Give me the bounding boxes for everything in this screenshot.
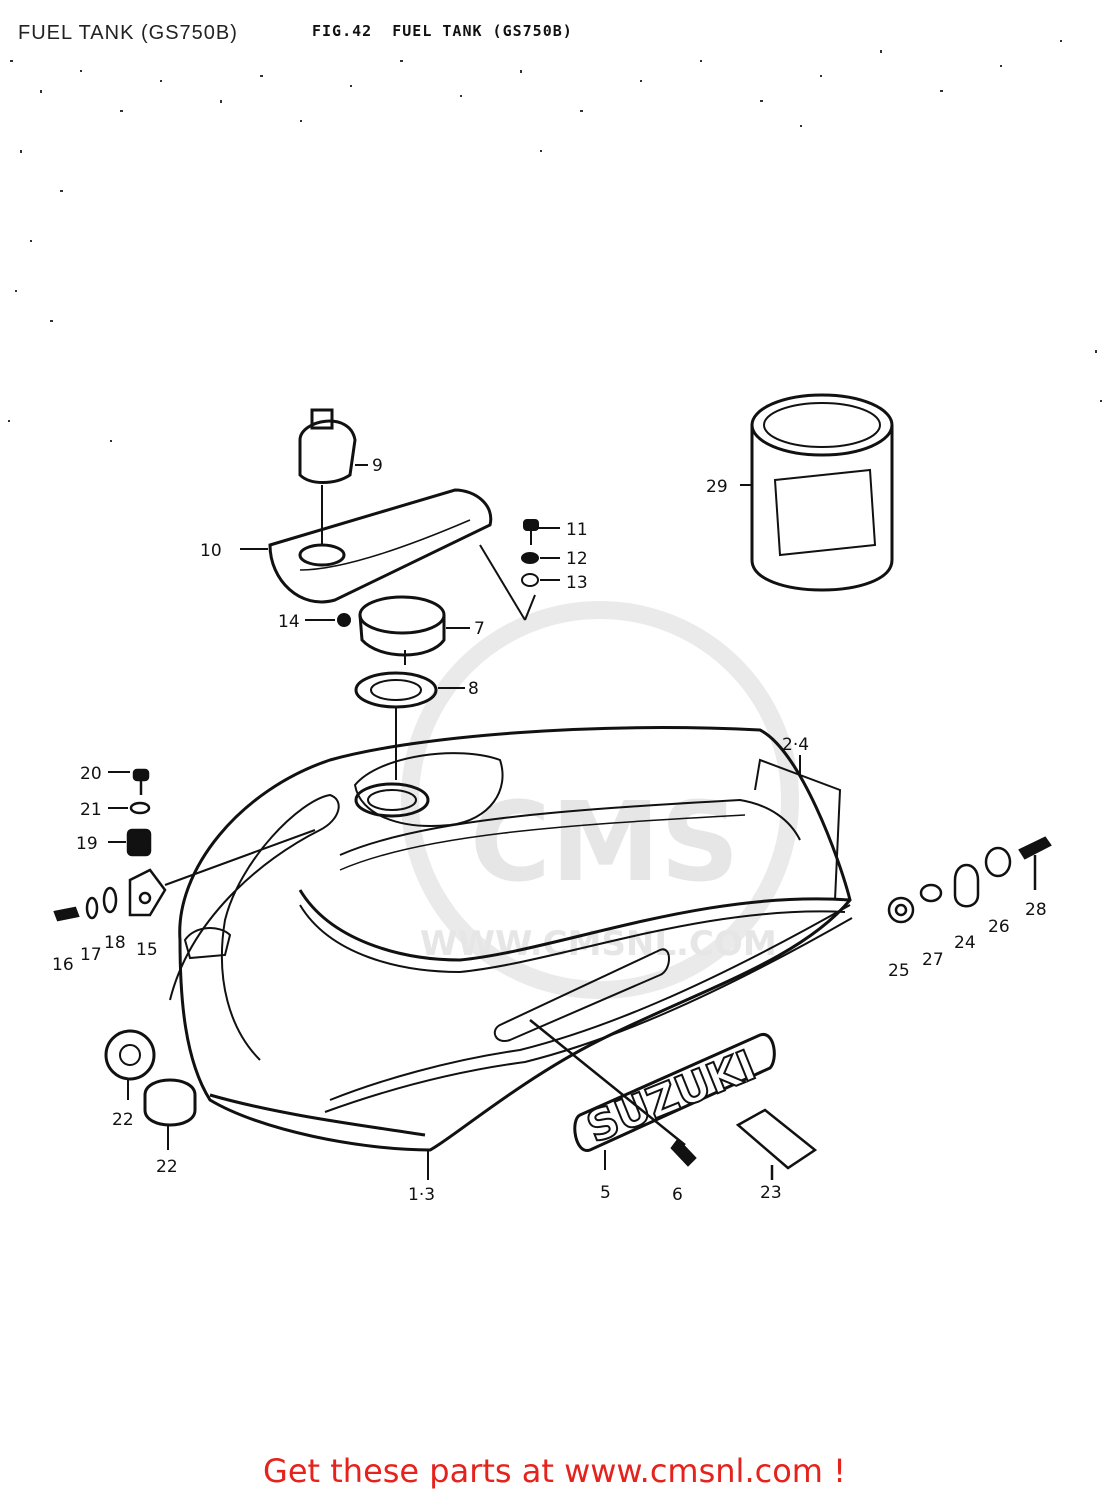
callout-9: 9 <box>372 456 383 476</box>
callout-8: 8 <box>468 679 479 699</box>
key-lock <box>298 408 357 545</box>
fuel-cap <box>358 595 446 665</box>
callout-6: 6 <box>672 1185 683 1205</box>
callout-20: 20 <box>80 764 102 784</box>
callout-14: 14 <box>278 612 300 632</box>
callout-22-upper: 22 <box>112 1110 134 1130</box>
callout-16: 16 <box>52 955 74 975</box>
callout-numbers: 1·3 2·4 5 6 7 8 9 10 11 12 13 14 15 16 1… <box>52 456 1047 1205</box>
rubber-dampers <box>104 1029 197 1150</box>
callout-10: 10 <box>200 541 222 561</box>
callout-15: 15 <box>136 940 158 960</box>
screws-and-washers <box>337 519 539 627</box>
rear-mount-parts <box>887 836 1052 924</box>
callout-19: 19 <box>76 834 98 854</box>
emblem-text: SUZUKI <box>580 1041 763 1153</box>
callout-29: 29 <box>706 477 728 497</box>
callout-7: 7 <box>474 619 485 639</box>
callout-2-4: 2·4 <box>782 735 809 755</box>
callout-21: 21 <box>80 800 102 820</box>
side-decal <box>754 755 842 901</box>
figure-title: FIG.42 FUEL TANK (GS750B) <box>312 22 573 40</box>
leader-lines <box>108 464 560 1180</box>
callout-24: 24 <box>954 933 976 953</box>
emblem-screw-and-pad <box>529 1019 818 1180</box>
watermark-logo-text: CMS <box>470 778 739 906</box>
tank-cap-cover <box>268 488 493 604</box>
fuel-tank-body <box>169 726 853 1152</box>
callout-1-3: 1·3 <box>408 1185 435 1205</box>
callout-5: 5 <box>600 1183 611 1203</box>
callout-22-lower: 22 <box>156 1157 178 1177</box>
callout-23: 23 <box>760 1183 782 1203</box>
page-title: FUEL TANK (GS750B) <box>18 22 238 44</box>
callout-27: 27 <box>922 950 944 970</box>
callout-11: 11 <box>566 520 588 540</box>
scan-noise <box>8 40 1102 442</box>
callout-12: 12 <box>566 549 588 569</box>
callout-26: 26 <box>988 917 1010 937</box>
touch-up-paint-can <box>740 393 894 592</box>
callout-25: 25 <box>888 961 910 981</box>
callout-13: 13 <box>566 573 588 593</box>
footer-link-text[interactable]: Get these parts at www.cmsnl.com ! <box>263 1452 846 1490</box>
callout-17: 17 <box>80 945 102 965</box>
mounting-bracket-parts <box>53 768 316 922</box>
cap-gasket <box>354 671 438 780</box>
callout-28: 28 <box>1025 900 1047 920</box>
callout-18: 18 <box>104 933 126 953</box>
